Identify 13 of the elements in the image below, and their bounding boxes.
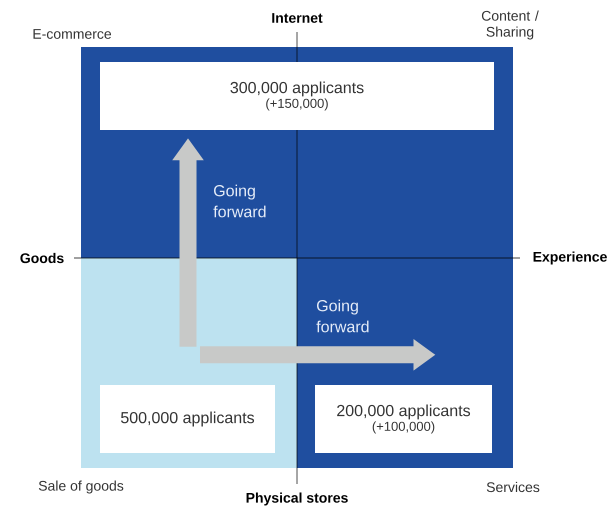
axis-end-label: Services [486, 482, 540, 492]
axis-label: Goods [20, 252, 64, 264]
edge-label: Going forward [213, 184, 266, 218]
axis-end-label: E-commerce [34, 29, 112, 39]
edge-label: Going forward [316, 300, 369, 332]
axis-end-label: Sale of goods [38, 480, 124, 494]
axis-label: Experience [534, 251, 607, 265]
value-box: 200,000 applicants (+100,000) [315, 385, 492, 453]
axis-label: Physical stores [246, 492, 348, 506]
value-box: 500,000 applicants [100, 385, 275, 453]
axis-label: Internet [272, 13, 322, 23]
axis-end-label: Content / Sharing [482, 10, 539, 40]
value-box: 300,000 applicants (+150,000) [100, 62, 494, 130]
